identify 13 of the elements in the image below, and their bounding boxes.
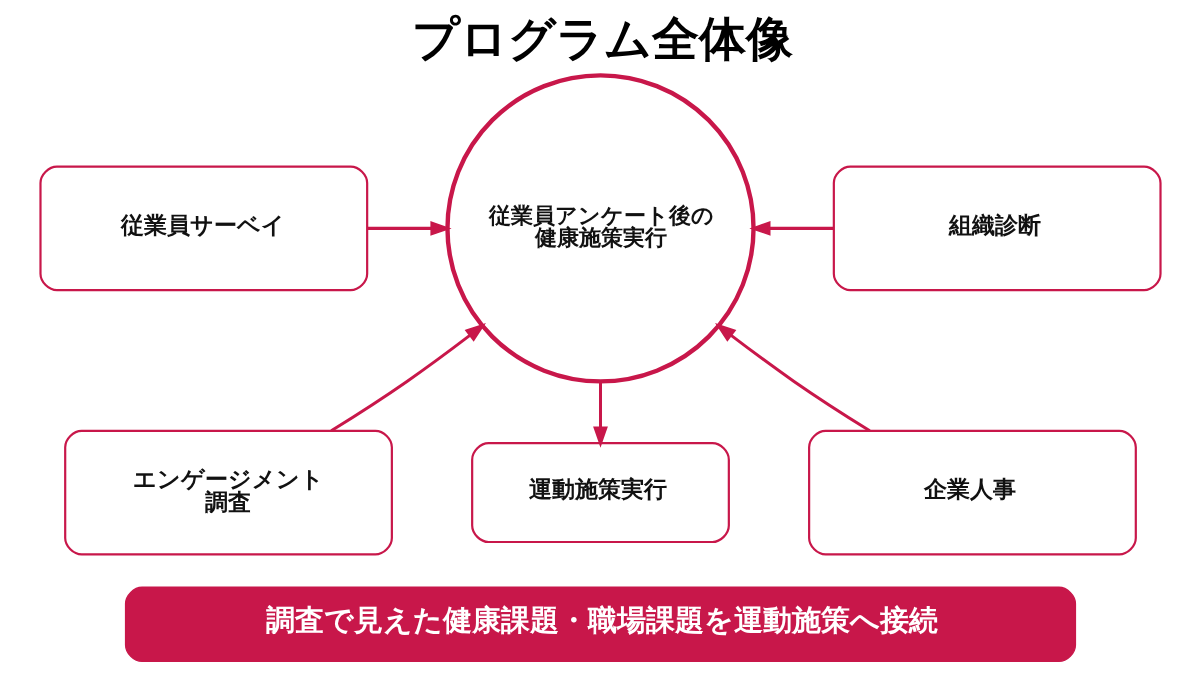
node-box: 企業人事 [807,429,1137,556]
arrow [366,220,452,236]
node-box: 従業員サーベイ [38,165,368,292]
node-box: 運動施策実行 [470,442,730,544]
node-box: 調査で見えた健康課題・職場課題を運動施策へ接続 [124,586,1076,663]
arrow [714,322,871,433]
node-box: エンゲージメント調査 [63,429,393,556]
arrow [748,220,834,236]
arrow [592,381,608,448]
arrow [329,322,486,433]
node-circle: 従業員アンケート後の健康施策実行 [444,73,756,384]
diagram-title: プログラム全体像 [411,12,793,67]
node-box: 組織診断 [832,165,1162,292]
